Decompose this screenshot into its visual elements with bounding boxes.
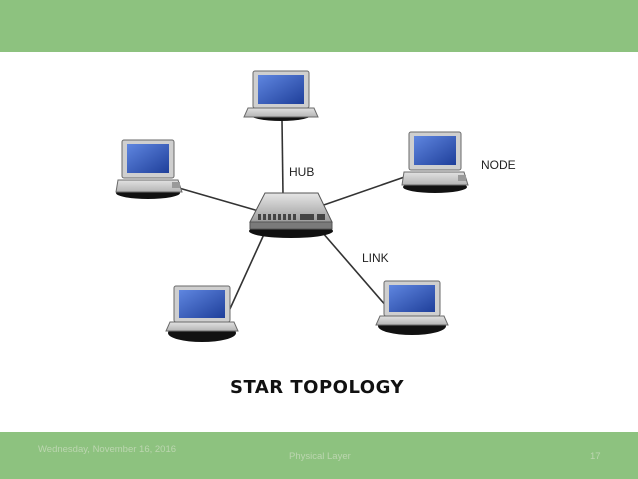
link-right [317, 172, 417, 208]
laptop-bottom-left [165, 285, 239, 342]
footer-date: Wednesday, November 16, 2016 [38, 444, 177, 455]
laptop-top [243, 70, 319, 121]
footer-bar [0, 432, 638, 479]
laptop-bottom-right [375, 280, 449, 335]
label-node: NODE [481, 158, 516, 172]
header-bar [0, 0, 638, 52]
computer-left [115, 139, 183, 199]
link-top [281, 119, 284, 196]
link-bottom-left [223, 231, 266, 323]
computer-right [401, 131, 469, 193]
footer-page-number: 17 [590, 451, 601, 462]
link-left [171, 185, 263, 213]
label-hub: HUB [289, 165, 314, 179]
label-link: LINK [362, 251, 389, 265]
footer-title: Physical Layer [289, 451, 351, 462]
diagram-title: STAR TOPOLOGY [230, 377, 404, 398]
hub-device [249, 192, 333, 238]
